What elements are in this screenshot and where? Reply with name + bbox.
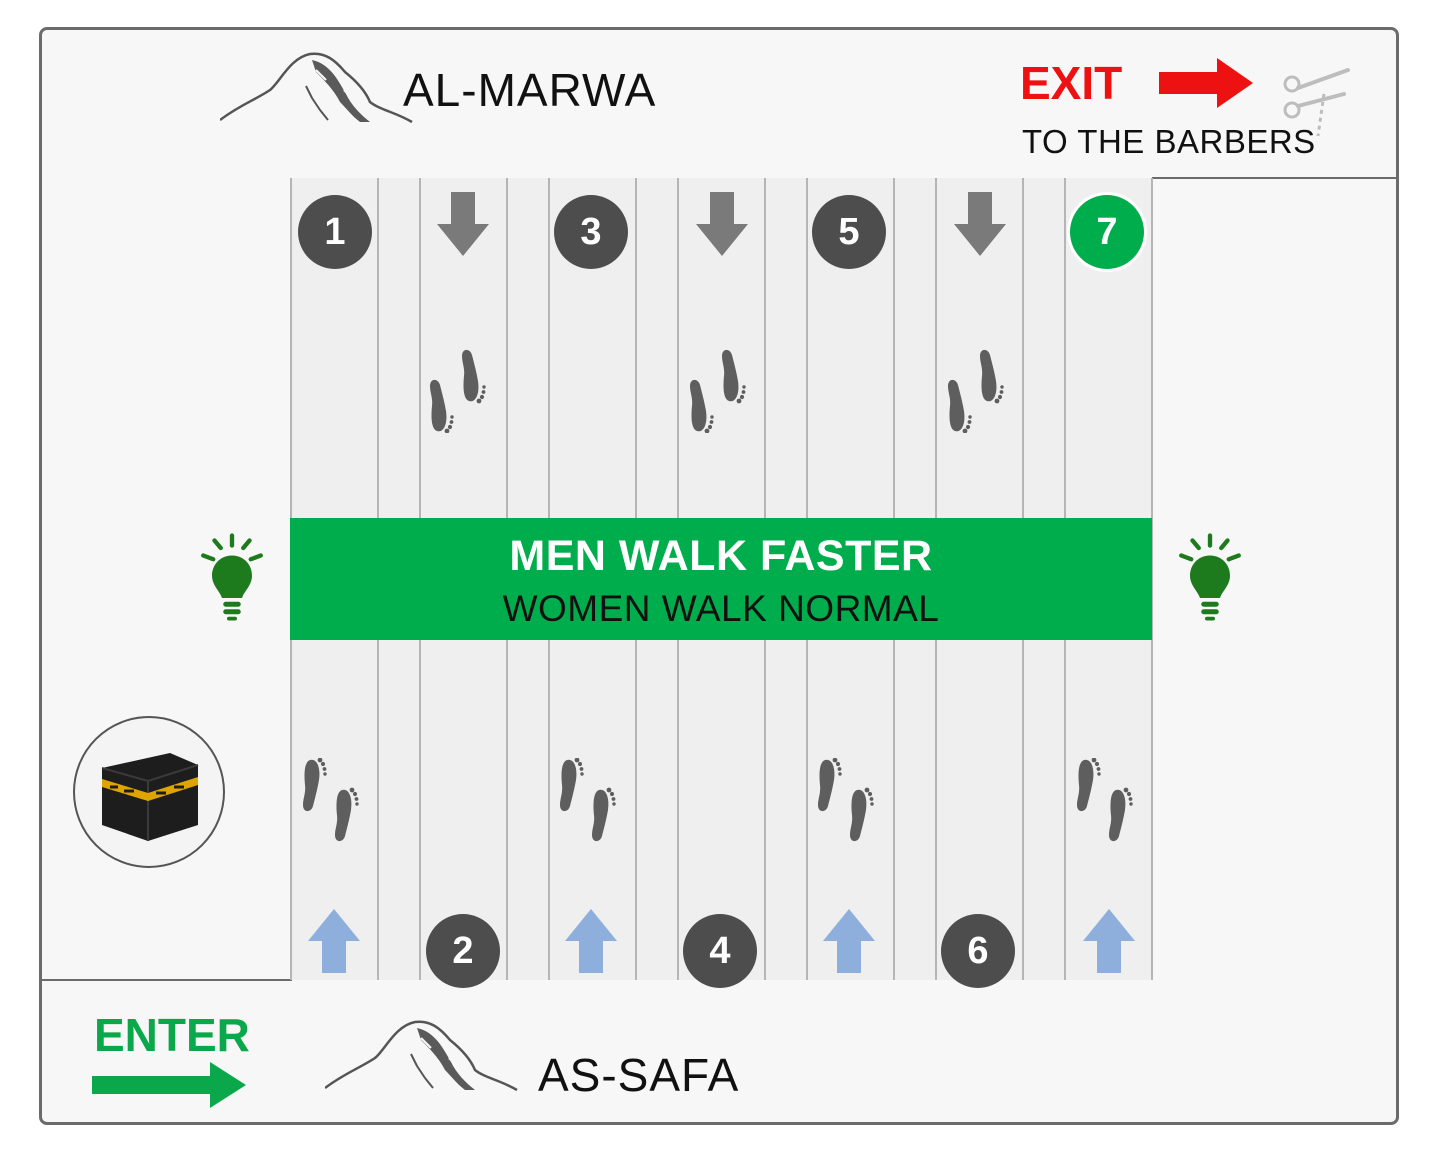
lightbulb-icon <box>1170 528 1250 628</box>
arrow-up-icon <box>823 909 875 973</box>
mountain-icon <box>325 1020 519 1092</box>
footprints-icon <box>815 758 885 868</box>
banner-line-women: WOMEN WALK NORMAL <box>502 588 940 629</box>
footprints-icon <box>557 758 627 868</box>
arrow-right-icon <box>92 1062 246 1108</box>
arrow-up-icon <box>565 909 617 973</box>
footprints-icon <box>945 323 1015 433</box>
exit-label: EXIT <box>1020 57 1123 109</box>
arrow-up-icon <box>1083 909 1135 973</box>
round-badge-1: 1 <box>298 195 372 269</box>
top-divider <box>1152 177 1396 179</box>
round-badge-3: 3 <box>554 195 628 269</box>
arrow-down-icon <box>437 192 489 256</box>
footprints-icon <box>427 323 497 433</box>
arrow-right-icon <box>1159 58 1253 108</box>
arrow-down-icon <box>954 192 1006 256</box>
arrow-down-icon <box>696 192 748 256</box>
saee-diagram: AL-MARWA EXIT TO THE BARBERS 1 3 5 7 MEN… <box>39 27 1399 1125</box>
round-badge-4: 4 <box>683 914 757 988</box>
footprints-icon <box>300 758 370 868</box>
arrow-up-icon <box>308 909 360 973</box>
lightbulb-icon <box>192 528 272 628</box>
enter-label: ENTER <box>94 1009 250 1061</box>
kaaba-icon <box>73 716 225 868</box>
round-badge-7: 7 <box>1070 195 1144 269</box>
green-zone-banner: MEN WALK FASTER WOMEN WALK NORMAL <box>290 518 1152 640</box>
scissors-icon <box>1283 68 1350 137</box>
footprints-icon <box>1074 758 1144 868</box>
place-bottom: AS-SAFA <box>538 1049 740 1101</box>
round-badge-6: 6 <box>941 914 1015 988</box>
round-badge-5: 5 <box>812 195 886 269</box>
bottom-divider <box>42 979 292 981</box>
banner-line-men: MEN WALK FASTER <box>509 532 933 580</box>
place-top: AL-MARWA <box>403 64 657 116</box>
mountain-icon <box>220 52 414 124</box>
exit-sub-label: TO THE BARBERS <box>1022 123 1316 160</box>
round-badge-2: 2 <box>426 914 500 988</box>
footprints-icon <box>687 323 757 433</box>
